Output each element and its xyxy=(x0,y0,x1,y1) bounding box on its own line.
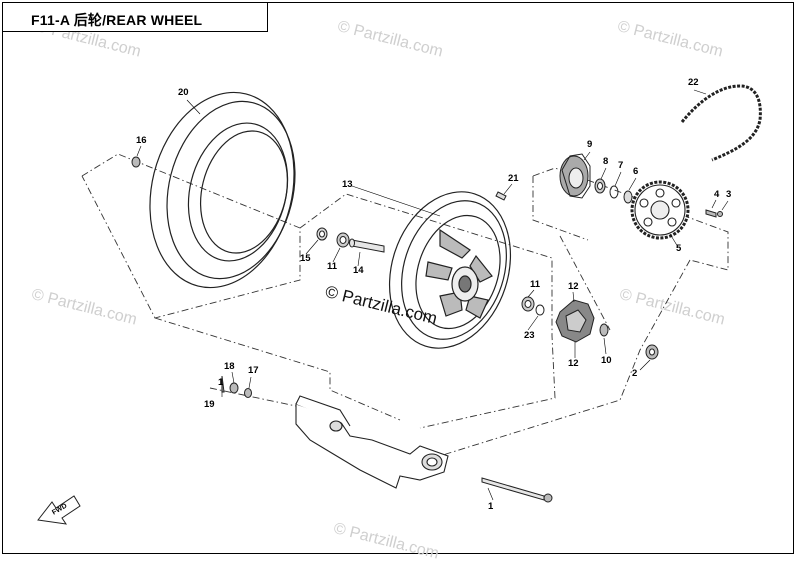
assembly-boundary xyxy=(399,259,691,479)
bearing xyxy=(336,232,350,248)
callout-number: 5 xyxy=(676,243,682,254)
bearing xyxy=(521,296,535,312)
hub-bearing xyxy=(594,178,606,194)
callout-number: 19 xyxy=(204,399,215,410)
callout-number: 1 xyxy=(488,501,494,512)
callout-number: 15 xyxy=(300,253,311,264)
drive-chain xyxy=(680,84,762,162)
callout-number: 17 xyxy=(248,365,259,376)
valve xyxy=(495,191,507,201)
axle-sleeve xyxy=(349,238,385,253)
sprocket-hub xyxy=(559,153,591,199)
callout-number: 12 xyxy=(568,281,579,292)
diagram-frame xyxy=(2,2,794,554)
callout-number: 10 xyxy=(601,355,612,366)
tire xyxy=(149,91,296,289)
callout-number: 23 xyxy=(524,330,535,341)
callout-number: 20 xyxy=(178,87,189,98)
callout-number: 12 xyxy=(568,358,579,369)
callout-number: 21 xyxy=(508,173,519,184)
callout-number: 16 xyxy=(136,135,147,146)
callout-number: 8 xyxy=(603,156,609,167)
assembly-boundary xyxy=(154,317,401,421)
callout-number: 14 xyxy=(353,265,364,276)
valve-cap xyxy=(131,156,141,168)
spacer xyxy=(623,190,633,204)
assembly-boundary xyxy=(559,235,611,331)
callout-number: 1 xyxy=(218,377,224,388)
callout-number: 7 xyxy=(618,160,624,171)
swing-arm xyxy=(295,395,449,489)
sprocket-bolt xyxy=(705,209,723,218)
damper-rubber xyxy=(555,299,595,343)
callout-number: 3 xyxy=(726,189,732,200)
assembly-boundary xyxy=(299,193,556,429)
callout-number: 2 xyxy=(632,368,638,379)
fwd-arrow xyxy=(37,495,81,525)
callout-number: 9 xyxy=(587,139,593,150)
callout-number: 13 xyxy=(342,179,353,190)
rear-axle xyxy=(481,477,553,503)
axle-nut xyxy=(645,344,659,360)
assembly-boundary xyxy=(532,176,589,241)
callout-number: 11 xyxy=(530,279,541,290)
wheel-rim xyxy=(388,191,512,349)
chain-adjuster xyxy=(221,375,252,398)
o-ring xyxy=(535,304,545,316)
callout-number: 22 xyxy=(688,77,699,88)
assembly-boundary xyxy=(81,153,301,319)
callout-number: 11 xyxy=(327,261,338,272)
circlip xyxy=(609,185,619,199)
assembly-boundary xyxy=(532,167,729,271)
diagram-title: F11-A 后轮/REAR WHEEL xyxy=(31,12,203,28)
rear-sprocket xyxy=(630,180,690,240)
callout-number: 18 xyxy=(224,361,235,372)
callout-number: 6 xyxy=(633,166,639,177)
oil-seal xyxy=(316,227,328,241)
title-box: F11-A 后轮/REAR WHEEL xyxy=(2,2,268,32)
collar xyxy=(599,323,609,337)
callout-number: 4 xyxy=(714,189,720,200)
